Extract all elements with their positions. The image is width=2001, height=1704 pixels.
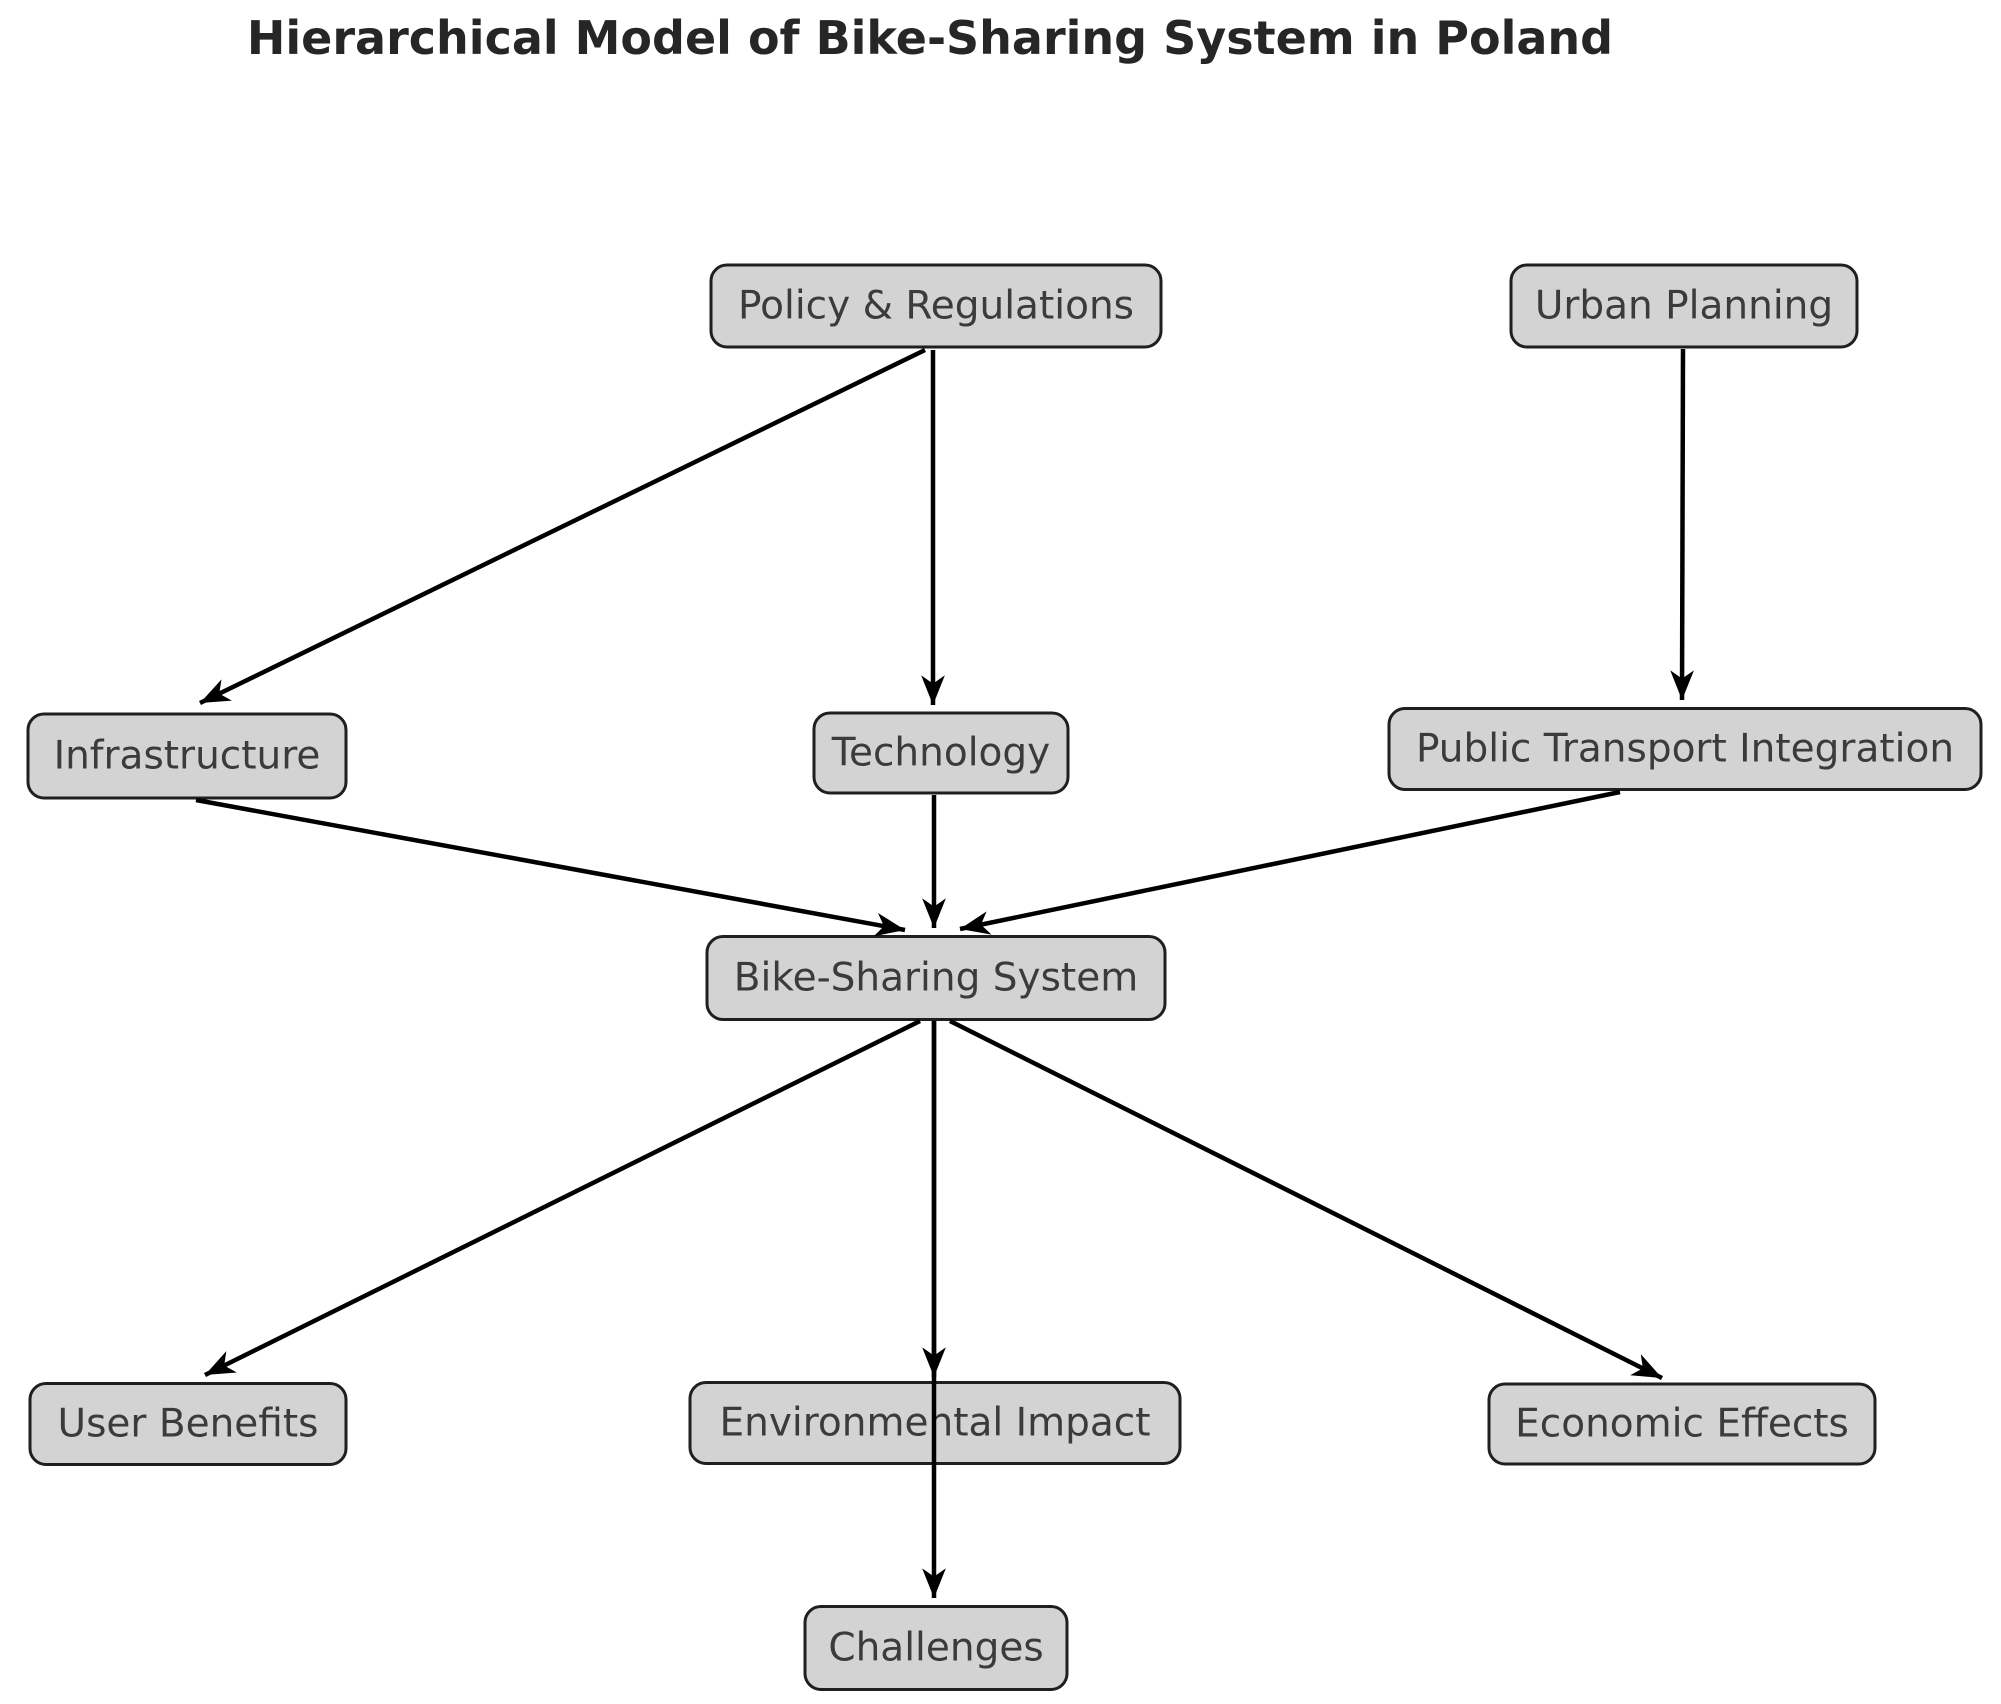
node-label: Bike-Sharing System: [734, 956, 1138, 1001]
node-box: [28, 1382, 348, 1466]
diagram-title: Hierarchical Model of Bike-Sharing Syste…: [247, 11, 1613, 65]
edge-bss-benefits: [204, 1018, 921, 1378]
node-box: [705, 935, 1167, 1021]
edge-policy-infrastructure: [199, 347, 926, 706]
node-label: Economic Effects: [1515, 1402, 1849, 1447]
node-label: Policy & Regulations: [738, 284, 1134, 329]
node-label: Technology: [831, 731, 1050, 776]
edge-infrastructure-bss: [195, 797, 906, 937]
node-policy: Policy & Regulations: [709, 263, 1163, 349]
node-technology: Technology: [812, 711, 1070, 795]
node-challenges: Challenges: [803, 1605, 1069, 1691]
node-economic: Economic Effects: [1487, 1382, 1877, 1466]
node-infrastructure: Infrastructure: [26, 712, 348, 800]
node-label: Infrastructure: [54, 734, 321, 779]
nodes-layer: Policy & Regulations Urban PlanningInfras…: [26, 263, 1983, 1691]
node-box: [812, 711, 1070, 795]
node-box: [1509, 263, 1859, 349]
node-box: [709, 263, 1163, 349]
edges-layer: [195, 347, 1694, 1598]
node-bss: Bike-Sharing System: [705, 935, 1167, 1021]
node-label: Public Transport Integration: [1416, 727, 1954, 772]
node-box: [1487, 1382, 1877, 1466]
node-transport: Public Transport Integration: [1387, 707, 1983, 791]
node-benefits: User Benefits: [28, 1382, 348, 1466]
edge-transport-bss: [959, 789, 1621, 935]
node-label: User Benefits: [58, 1402, 319, 1447]
edge-bss-economic: [948, 1018, 1664, 1381]
node-label: Challenges: [828, 1626, 1043, 1671]
edge-urban-transport: [1670, 348, 1694, 701]
node-box: [26, 712, 348, 800]
node-urban: Urban Planning: [1509, 263, 1859, 349]
node-box: [1387, 707, 1983, 791]
node-box: [803, 1605, 1069, 1691]
node-label: Urban Planning: [1535, 284, 1833, 329]
